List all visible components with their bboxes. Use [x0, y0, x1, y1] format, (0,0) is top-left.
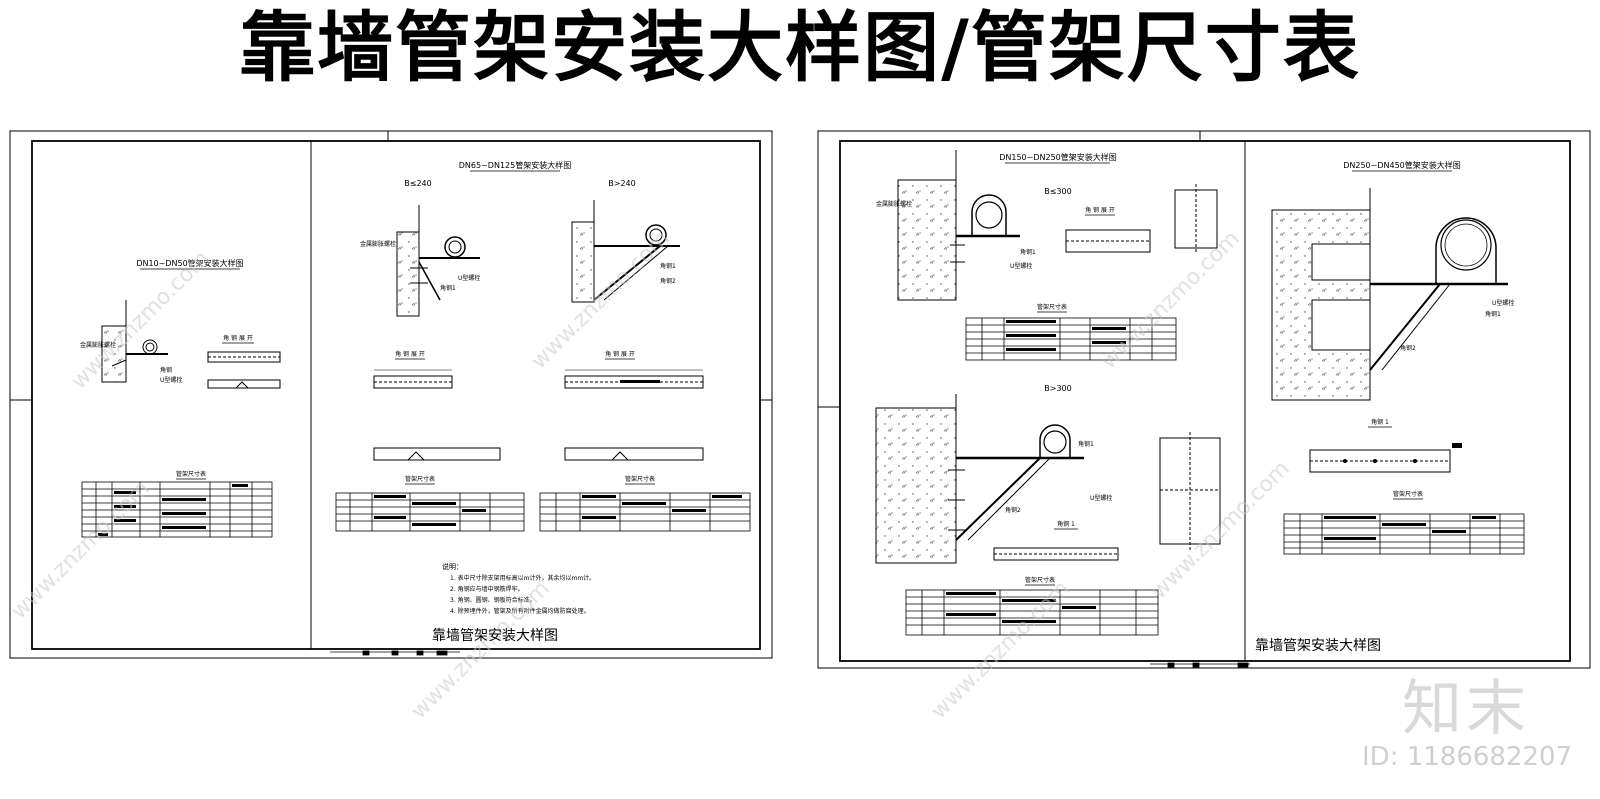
panel-heading: DN10~DN50管架安装大样图	[136, 258, 243, 268]
label-u-bolt: U型螺栓	[1010, 262, 1032, 270]
watermark: www.znzmo.com	[1147, 456, 1295, 604]
label-expansion-bolt: 金属膨胀螺栓	[360, 240, 396, 248]
size-table-top	[965, 317, 1177, 361]
note-2: 2. 角钢应与墙中钢筋焊牢。	[450, 585, 524, 593]
plan-heading: 角钢 1	[1371, 418, 1389, 426]
watermark: www.znzmo.com	[927, 576, 1075, 724]
table-heading-2: 管架尺寸表	[1025, 576, 1055, 584]
label-u-bolt: U型螺栓	[458, 274, 480, 282]
label-angle-1: 角钢1	[1485, 310, 1501, 318]
case-top: B≤300	[1044, 187, 1071, 196]
plan-heading-2: 角 钢 展 开	[605, 350, 635, 358]
panel-heading: DN150~DN250管架安装大样图	[999, 152, 1117, 162]
size-table-left	[335, 492, 525, 532]
notes-title: 说明：	[442, 562, 463, 571]
size-table	[81, 481, 273, 538]
case-left: B≤240	[404, 179, 431, 188]
brand-logo: 知末	[1402, 674, 1530, 744]
label-u-bolt-2: U型螺栓	[1090, 494, 1112, 502]
plan-heading-2: 角钢 1	[1057, 520, 1075, 528]
sheet-2: DN150~DN250管架安装大样图 金属膨胀螺栓 角钢1 U型螺栓 B≤300…	[817, 130, 1591, 669]
label-angle-2: 角钢2	[660, 277, 676, 285]
note-1: 1. 表中尺寸除支架用标高以m计外，其余均以mm计。	[450, 574, 595, 582]
panel-heading: DN65~DN125管架安装大样图	[459, 160, 571, 170]
label-angle-1: 角钢1	[1078, 440, 1094, 448]
note-4: 4. 除预埋件外，管架及所有附件金属均做防腐处理。	[450, 607, 590, 615]
note-3: 3. 角钢、圆钢、钢板符合标准。	[450, 596, 536, 604]
plan-heading: 角 钢 展 开	[395, 350, 425, 358]
size-table-bottom	[905, 589, 1159, 636]
label-expansion-bolt: 金属膨胀螺栓	[876, 200, 912, 208]
sheet2-panel-b: DN250~DN450管架安装大样图 角钢1 角钢2 U型螺栓 角钢 1	[1271, 160, 1525, 555]
label-u-bolt: U型螺栓	[160, 376, 182, 384]
label-angle-2: 角钢2	[1400, 344, 1416, 352]
size-table-right	[539, 492, 751, 532]
watermark: www.znzmo.com	[7, 476, 155, 624]
label-angle: 角钢	[160, 366, 172, 374]
sheet1-footer: 靠墙管架安装大样图	[432, 628, 558, 644]
plan-heading: 角 钢 展 开	[1085, 206, 1115, 214]
watermark: www.znzmo.com	[67, 246, 215, 394]
case-right: B>240	[608, 179, 635, 188]
page-title: 靠墙管架安装大样图/管架尺寸表	[239, 3, 1361, 92]
table-heading: 管架尺寸表	[1037, 303, 1067, 311]
label-angle: 角钢1	[1020, 248, 1036, 256]
label-angle: 角钢1	[440, 284, 456, 292]
label-u-bolt: U型螺栓	[1492, 299, 1514, 307]
label-expansion-bolt: 金属膨胀螺栓	[80, 341, 116, 349]
table-heading: 管架尺寸表	[176, 470, 206, 478]
sheet2-panel-a: DN150~DN250管架安装大样图 金属膨胀螺栓 角钢1 U型螺栓 B≤300…	[875, 150, 1221, 636]
watermark: www.znzmo.com	[1097, 226, 1245, 374]
table-heading: 管架尺寸表	[405, 475, 435, 483]
sheet1-panel-a: DN10~DN50管架安装大样图 金属膨胀螺栓 角钢 U型螺栓 角 钢 展 开 …	[80, 258, 281, 538]
image-id: ID: 1186682207	[1362, 742, 1573, 772]
table-heading-2: 管架尺寸表	[625, 475, 655, 483]
size-table	[1283, 513, 1525, 555]
watermark: www.znzmo.com	[527, 226, 675, 374]
label-angle-1: 角钢1	[660, 262, 676, 270]
case-bottom: B>300	[1044, 384, 1071, 393]
sheet1-panel-b: DN65~DN125管架安装大样图 B≤240 B>240 金属膨胀螺栓 角钢1…	[335, 160, 751, 615]
plan-heading: 角 钢 展 开	[223, 334, 253, 342]
sheet-1: DN10~DN50管架安装大样图 金属膨胀螺栓 角钢 U型螺栓 角 钢 展 开 …	[9, 130, 773, 659]
table-heading: 管架尺寸表	[1393, 490, 1423, 498]
label-angle-2: 角钢2	[1005, 506, 1021, 514]
sheet2-footer: 靠墙管架安装大样图	[1255, 638, 1381, 654]
panel-heading: DN250~DN450管架安装大样图	[1343, 160, 1461, 170]
